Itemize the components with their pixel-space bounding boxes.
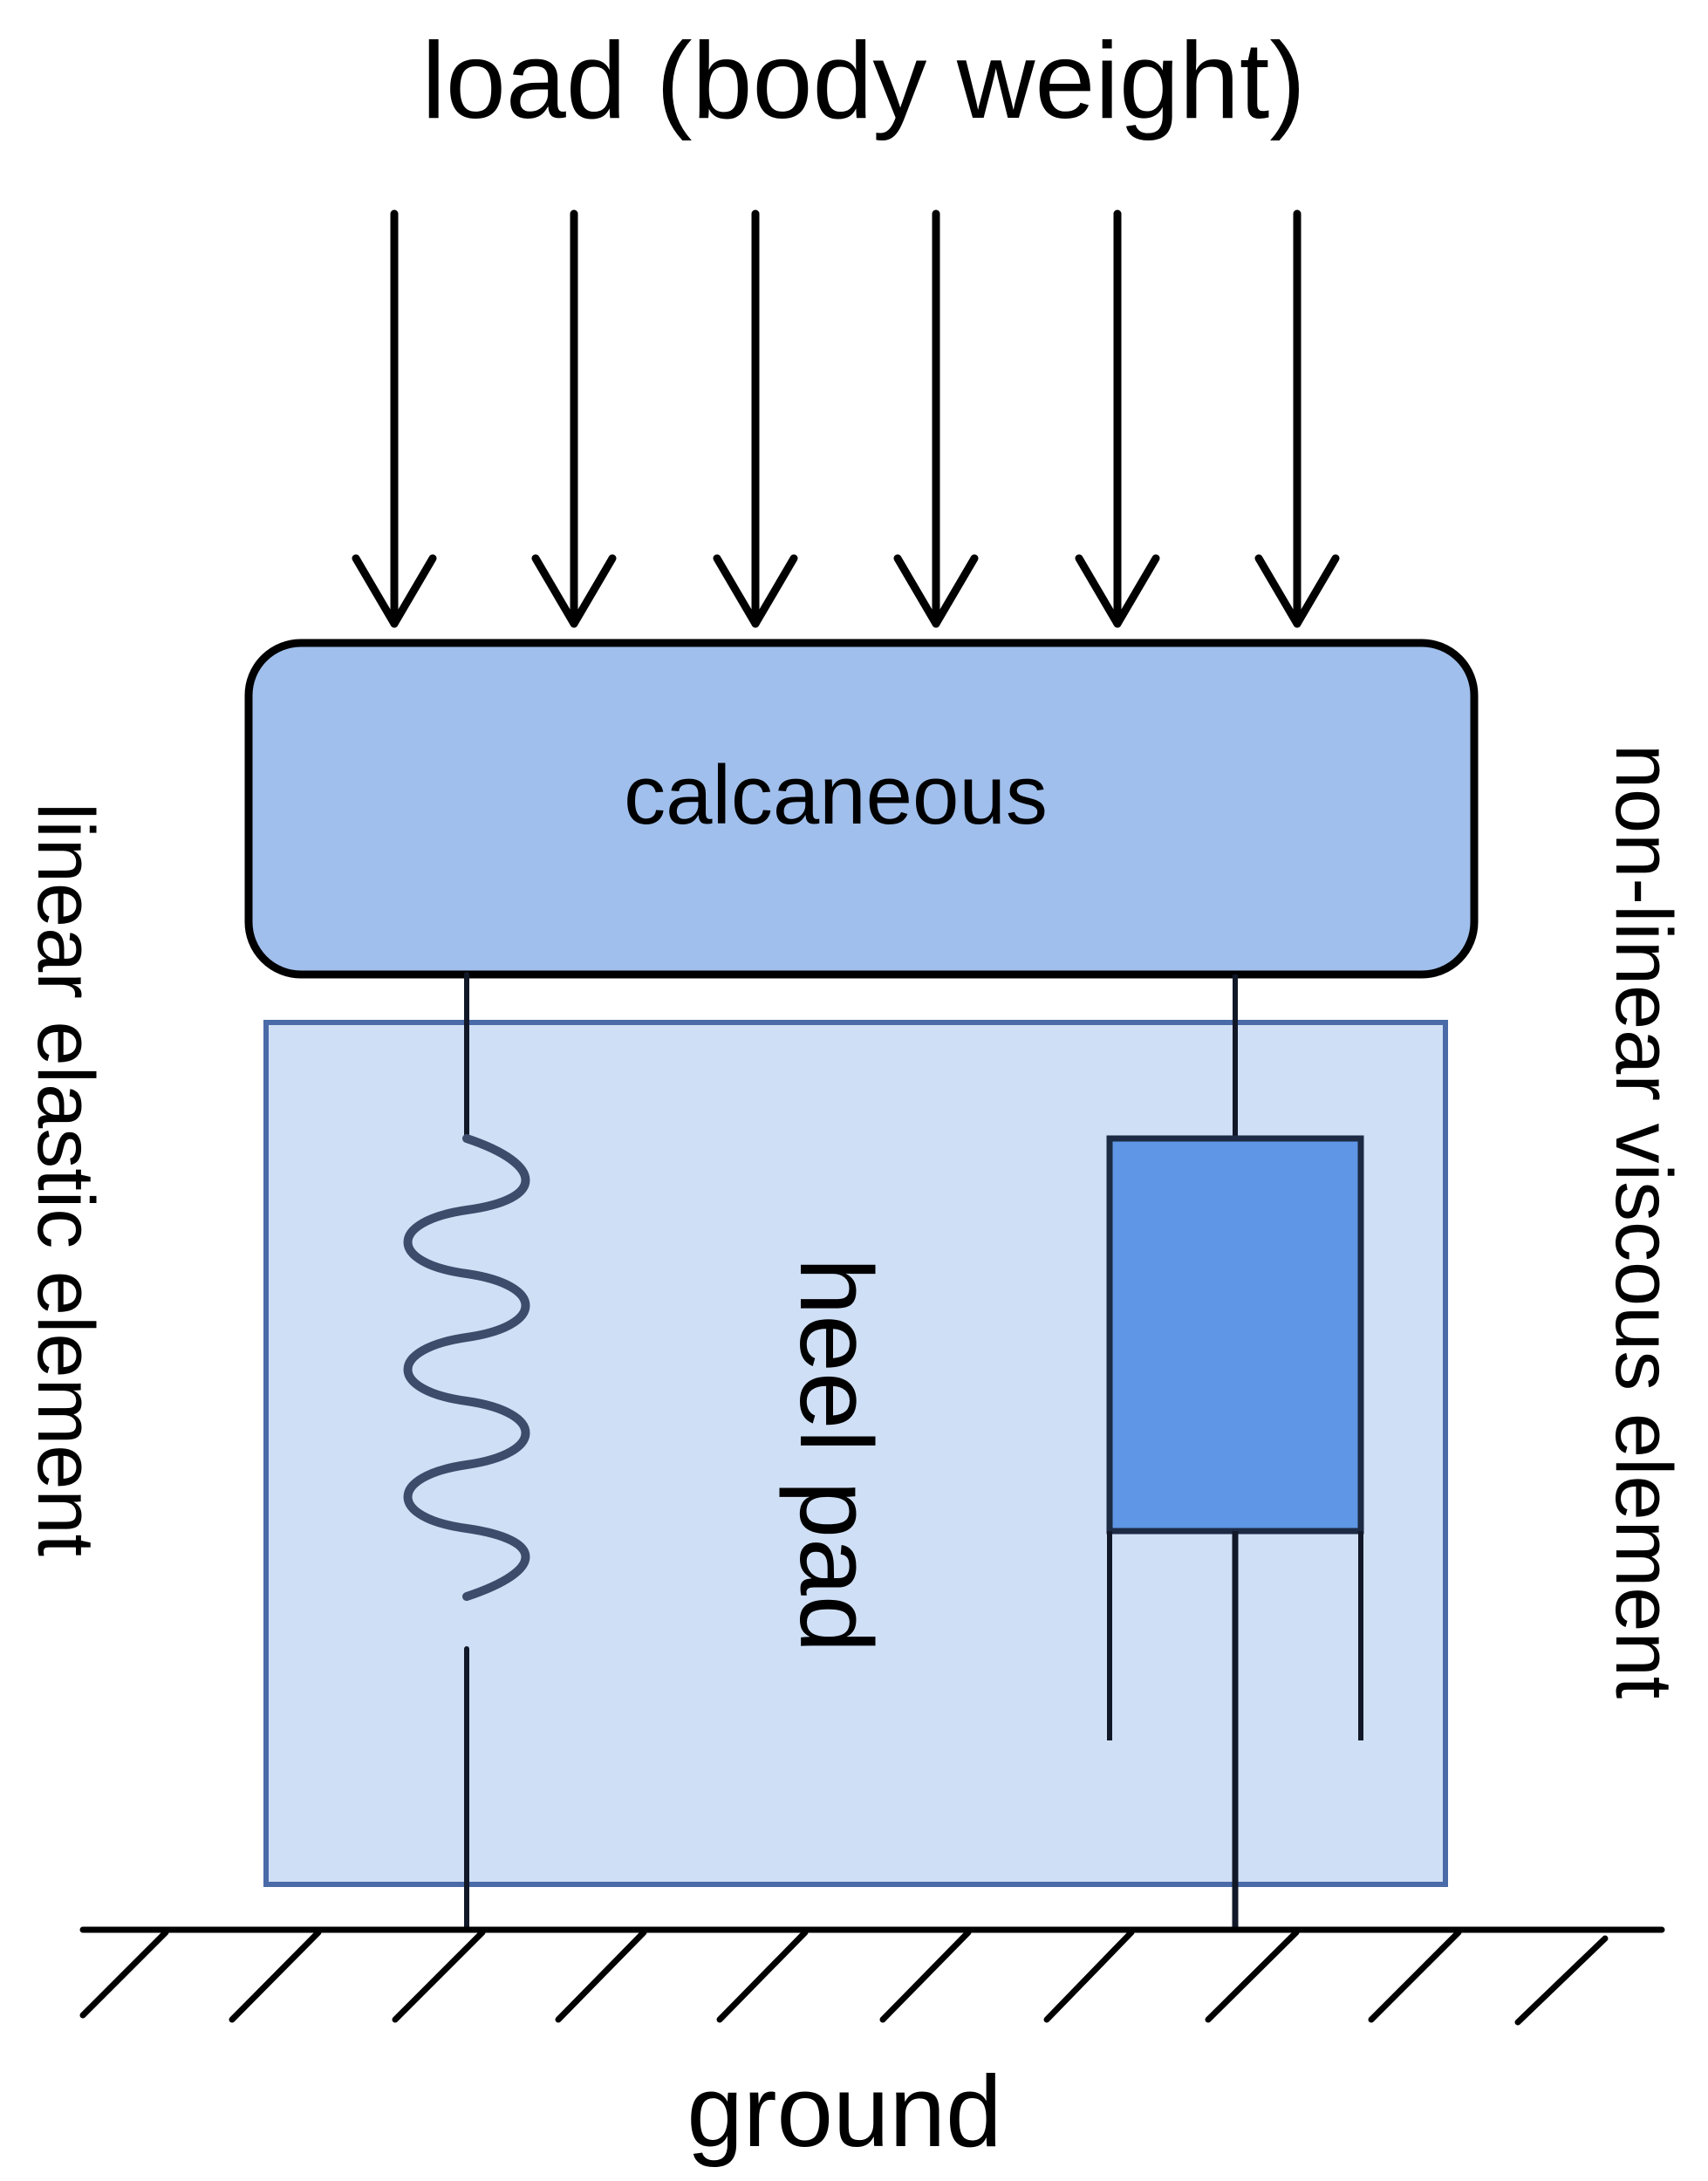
down-arrow-icon (352, 209, 437, 628)
down-arrow-icon (531, 209, 617, 628)
calcaneous-block (244, 639, 1479, 979)
down-arrow-icon (893, 209, 979, 628)
ground-label: ground (687, 2055, 1001, 2168)
down-arrow-icon (713, 209, 798, 628)
heel-pad-label: heel pad (778, 1258, 893, 1653)
ground-hatch-icon (79, 1926, 1665, 2026)
linear-elastic-label: linear elastic element (21, 803, 110, 1556)
calcaneous-label: calcaneous (624, 749, 1048, 842)
spring-icon (403, 972, 530, 1932)
non-linear-viscous-label: non-linear viscous element (1599, 744, 1688, 1699)
down-arrow-icon (1254, 209, 1340, 628)
load-label: load (body weight) (421, 21, 1305, 141)
load-arrows (352, 209, 1340, 628)
damper-icon (1106, 974, 1364, 1930)
down-arrow-icon (1075, 209, 1160, 628)
